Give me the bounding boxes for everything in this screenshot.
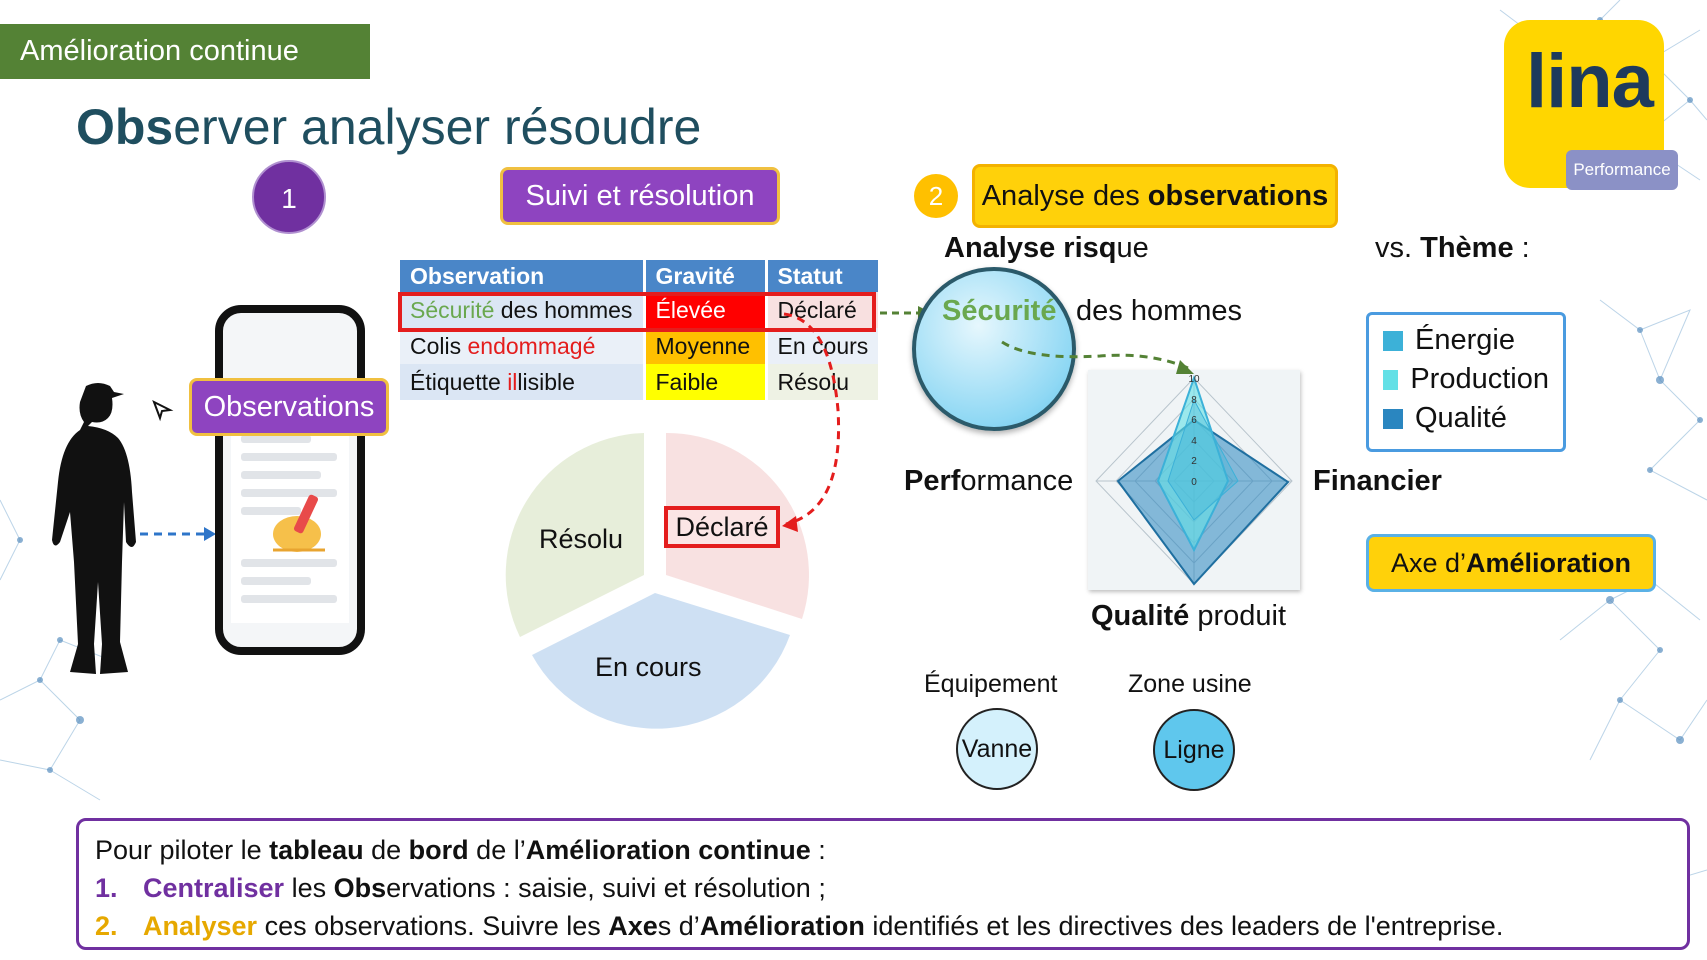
legend-swatch [1383, 330, 1403, 351]
phone-mockup [215, 305, 365, 655]
radar-series-production [1156, 374, 1230, 553]
header-gravite: Gravité [644, 260, 768, 292]
theme-legend: Énergie Production Qualité [1366, 312, 1566, 452]
analyse-observations-label: Analyse des observations [972, 164, 1338, 228]
cell-gravite: Élevée [644, 292, 768, 328]
suivi-resolution-label: Suivi et résolution [500, 167, 780, 225]
cell-statut: Déclaré [766, 292, 882, 328]
dashed-arrow-to-phone [140, 527, 216, 541]
summary-box: Pour piloter le tableau de bord de l’Amé… [76, 818, 1690, 950]
legend-swatch [1383, 369, 1399, 390]
red-dashed-connector [782, 312, 841, 532]
logo-badge: Performance [1566, 150, 1678, 190]
section-banner: Amélioration continue [0, 24, 370, 79]
pie-label-declare: Déclaré [664, 506, 780, 548]
cell-observation: Étiquette illisible [400, 364, 646, 400]
analyse-risque-label: Analyse risque [944, 232, 1149, 264]
cell-gravite: Faible [644, 364, 768, 400]
summary-line-2: 1.Centraliser les Observations : saisie,… [95, 873, 826, 903]
pie-label-resolu: Résolu [539, 524, 624, 554]
table-header-row: Observation Gravité Statut [400, 260, 882, 292]
zone-usine-label: Zone usine [1128, 670, 1252, 698]
svg-text:2: 2 [1191, 456, 1197, 467]
lina-logo: lina Performance [1504, 20, 1678, 190]
cursor-pointer-icon [152, 399, 174, 422]
legend-item-energie[interactable]: Énergie [1383, 321, 1549, 360]
radar-series-energie [1167, 398, 1239, 521]
worker-silhouette-icon [52, 383, 136, 674]
svg-text:8: 8 [1191, 395, 1197, 406]
axe-amelioration-button[interactable]: Axe d’Amélioration [1366, 534, 1656, 592]
table-row[interactable]: Sécurité des hommes Élevée Déclaré [400, 292, 882, 328]
axis-label-qualite-produit: Qualité produit [1091, 600, 1287, 632]
legend-item-production[interactable]: Production [1383, 360, 1549, 399]
observations-button[interactable]: Observations [189, 378, 389, 436]
svg-text:0: 0 [1191, 477, 1197, 488]
highlighted-row-frame [398, 292, 876, 332]
green-dashed-curve [1001, 340, 1194, 374]
summary-line-3: 2.Analyser ces observations. Suivre les … [95, 911, 1504, 941]
securite-label: Sécurité [942, 295, 1057, 327]
pie-slice-resolu[interactable] [505, 433, 644, 637]
vs-theme-label: vs. Thème : [1375, 232, 1530, 264]
axis-label-performance: Performance [904, 465, 1074, 497]
logo-text: lina [1526, 39, 1654, 124]
pie-label-en-cours: En cours [595, 652, 702, 682]
table-row[interactable]: Colis endommagé Moyenne En cours [400, 328, 882, 364]
radar-chart: 10 8 6 4 2 0 [1095, 374, 1293, 586]
cell-observation: Sécurité des hommes [400, 292, 646, 328]
axis-label-financier: Financier [1313, 465, 1442, 497]
ligne-node[interactable]: Ligne [1153, 709, 1235, 791]
securite-circle[interactable] [912, 267, 1076, 431]
legend-item-qualite[interactable]: Qualité [1383, 399, 1549, 438]
legend-swatch [1383, 408, 1403, 429]
page-title: Observer analyser résoudre [76, 99, 702, 155]
svg-text:4: 4 [1191, 436, 1197, 447]
observation-table: Observation Gravité Statut Sécurité des … [400, 260, 882, 400]
equipement-label: Équipement [924, 670, 1058, 698]
vanne-node[interactable]: Vanne [956, 708, 1038, 790]
table-row[interactable]: Étiquette illisible Faible Résolu [400, 364, 882, 400]
status-pie-chart [505, 432, 809, 729]
step-2-badge: 2 [914, 174, 958, 218]
cell-observation: Colis endommagé [400, 328, 646, 364]
header-observation: Observation [400, 260, 646, 292]
summary-line-1: Pour piloter le tableau de bord de l’Amé… [95, 835, 826, 865]
pie-slice-en-cours[interactable] [532, 593, 790, 729]
svg-text:10: 10 [1188, 374, 1200, 385]
radar-ticks: 10 8 6 4 2 0 [1188, 374, 1200, 488]
hand-writing-icon [273, 494, 325, 552]
svg-text:6: 6 [1191, 415, 1197, 426]
cell-gravite: Moyenne [644, 328, 768, 364]
cell-statut: Résolu [766, 364, 882, 400]
header-statut: Statut [766, 260, 882, 292]
des-hommes-label: des hommes [1076, 295, 1243, 327]
cell-statut: En cours [766, 328, 882, 364]
step-1-badge: 1 [252, 160, 326, 234]
